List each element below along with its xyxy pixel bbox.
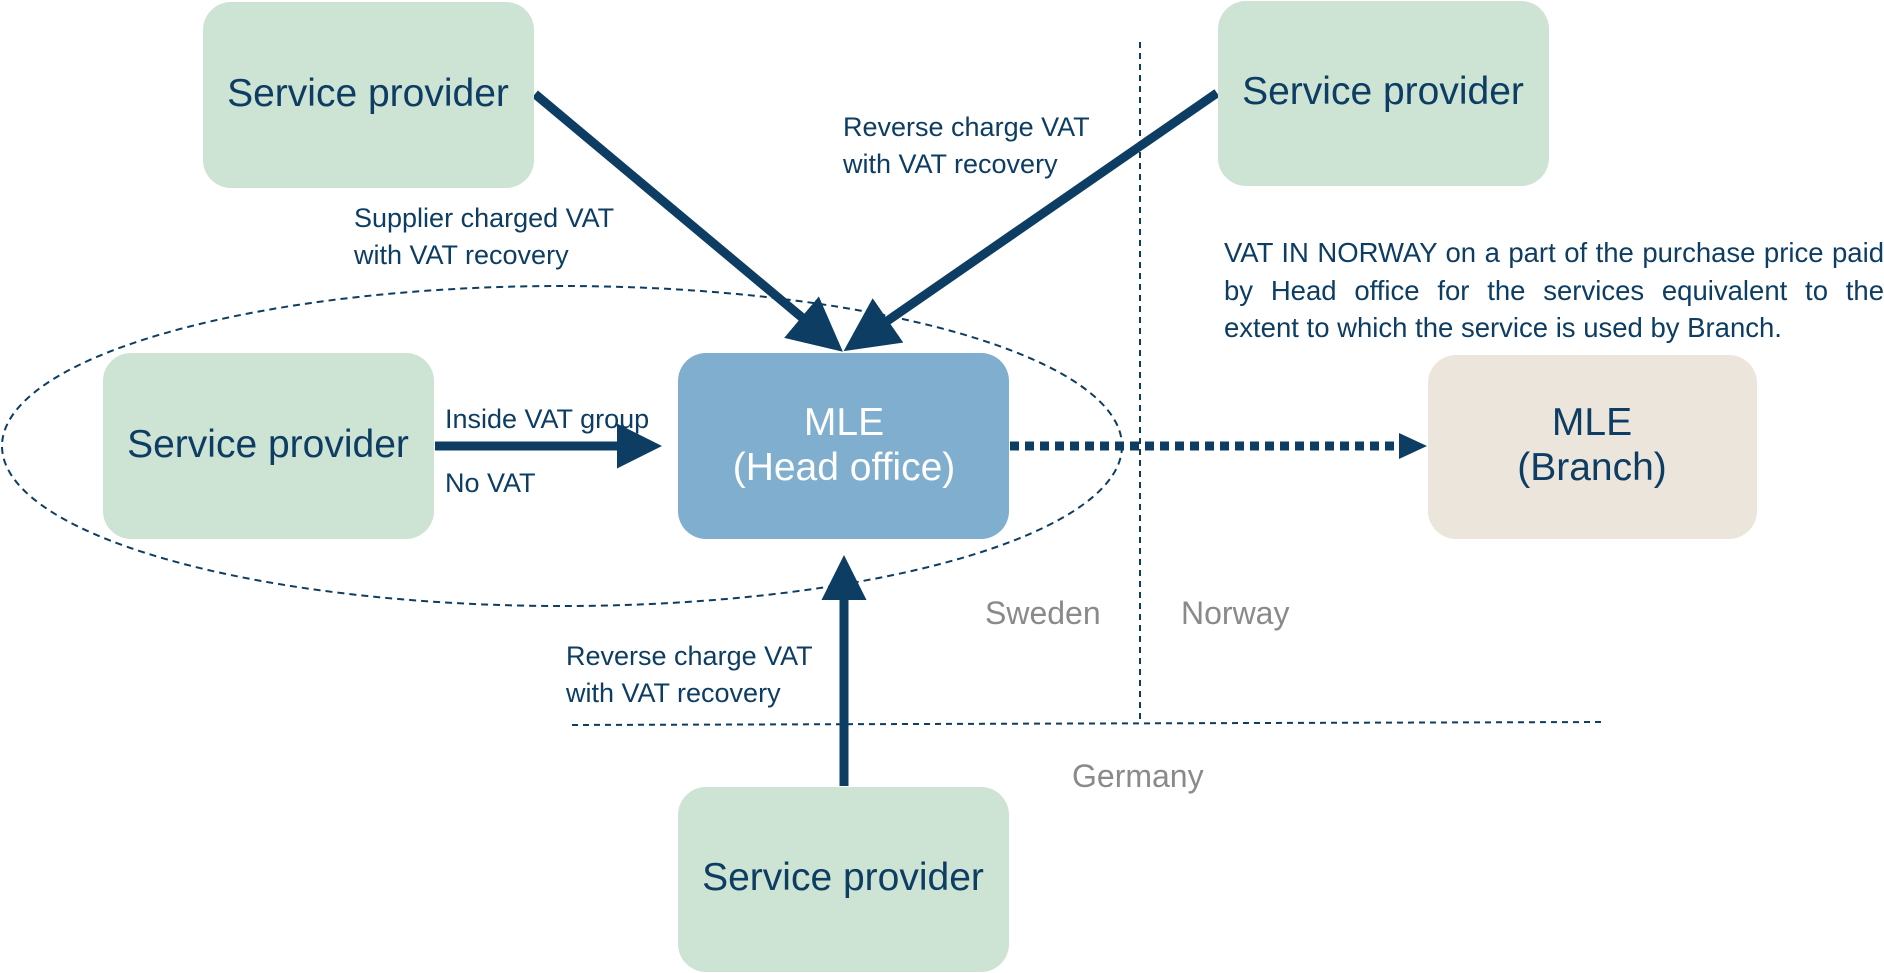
- country-norway: Norway: [1181, 595, 1289, 631]
- head-office-line2: (Head office): [733, 446, 956, 489]
- arrow-branch-head: [1399, 433, 1427, 459]
- service-provider-left: Service provider: [103, 353, 434, 539]
- service-provider-top-right: Service provider: [1218, 1, 1549, 186]
- node-label: Service provider: [227, 72, 509, 115]
- label-reverse-charge-bottom-2: with VAT recovery: [565, 678, 781, 708]
- label-supplier-charged-1: Supplier charged VAT: [354, 203, 614, 233]
- service-provider-top-left: Service provider: [203, 2, 534, 188]
- arrow-topright-to-head-office: [843, 89, 1220, 352]
- mle-branch: MLE (Branch): [1428, 355, 1757, 539]
- sweden-germany-border: [571, 721, 1603, 726]
- country-sweden: Sweden: [985, 595, 1101, 631]
- service-provider-bottom: Service provider: [678, 787, 1009, 972]
- branch-line2: (Branch): [1517, 446, 1667, 489]
- label-reverse-charge-top-2: with VAT recovery: [842, 149, 1058, 179]
- arrow-topleft-to-head-office: [532, 90, 843, 352]
- branch-line1: MLE: [1552, 401, 1632, 444]
- node-label: Service provider: [127, 423, 409, 466]
- label-no-vat: No VAT: [445, 468, 536, 498]
- norway-vat-note: VAT IN NORWAY on a part of the purchase …: [1224, 237, 1884, 343]
- node-label: Service provider: [702, 856, 984, 899]
- node-label: Service provider: [1242, 70, 1524, 113]
- label-supplier-charged-2: with VAT recovery: [353, 240, 569, 270]
- country-germany: Germany: [1072, 758, 1204, 794]
- label-reverse-charge-bottom-1: Reverse charge VAT: [566, 641, 813, 671]
- label-inside-vat-group: Inside VAT group: [445, 404, 649, 434]
- head-office-line1: MLE: [804, 401, 884, 444]
- label-reverse-charge-top-1: Reverse charge VAT: [843, 112, 1090, 142]
- mle-head-office: MLE (Head office): [678, 353, 1009, 539]
